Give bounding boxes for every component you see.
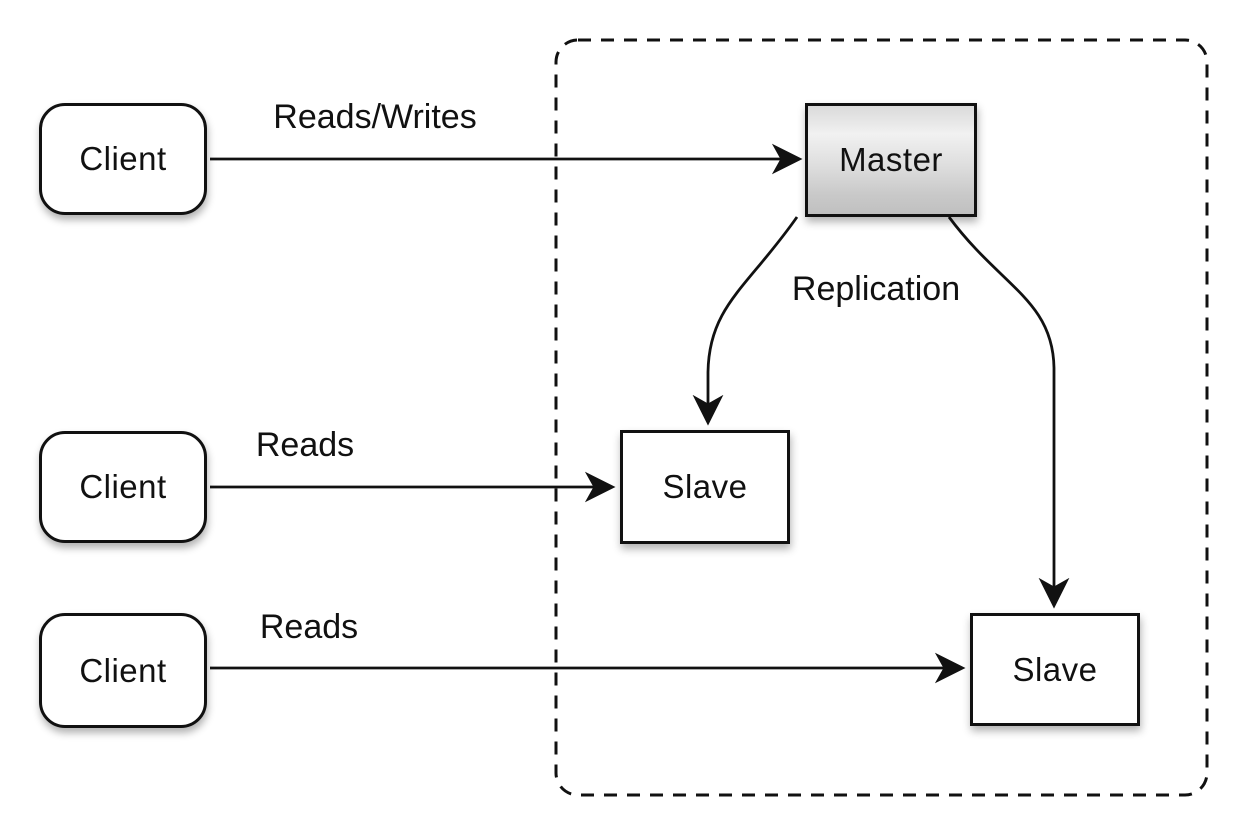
client-label: Client	[79, 468, 167, 505]
slave-node-1: Slave	[620, 430, 790, 544]
replication-zone-border	[554, 38, 1209, 797]
edge-label-reads-2: Reads	[255, 426, 355, 464]
client-node-1: Client	[39, 103, 207, 215]
client-node-3: Client	[39, 613, 207, 728]
slave-node-2: Slave	[970, 613, 1140, 726]
client-label: Client	[79, 140, 167, 177]
slave-label: Slave	[1012, 650, 1098, 688]
client-node-2: Client	[39, 431, 207, 543]
master-label: Master	[839, 141, 943, 178]
edge-label-reads-writes: Reads/Writes	[273, 98, 477, 136]
client-label: Client	[79, 651, 167, 689]
edge-master-to-slave1	[692, 216, 799, 426]
master-node: Master	[805, 103, 977, 217]
slave-label: Slave	[662, 468, 748, 505]
edge-label-reads-3: Reads	[259, 608, 359, 646]
edge-master-to-slave2	[947, 216, 1070, 609]
edge-label-replication: Replication	[791, 270, 961, 308]
